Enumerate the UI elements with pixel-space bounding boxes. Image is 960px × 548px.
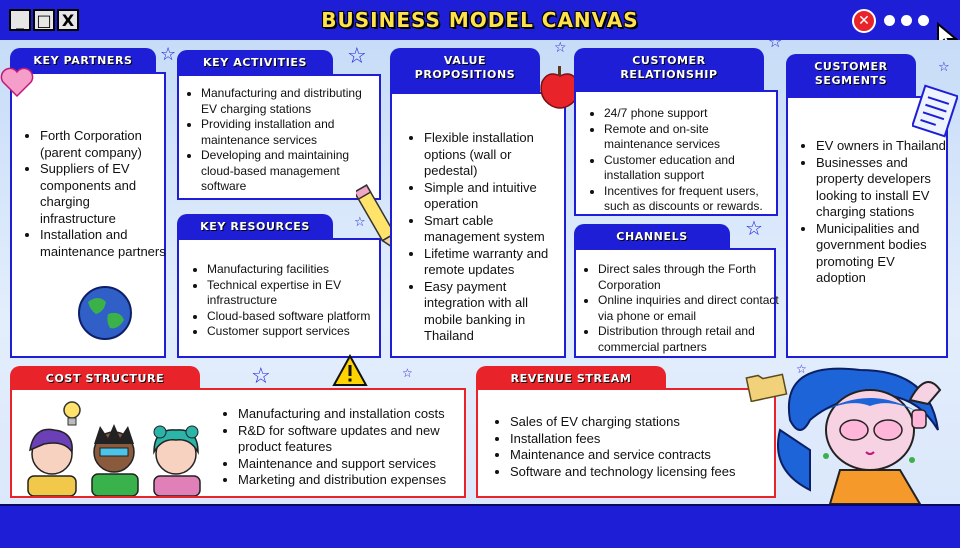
page-title: BUSINESS MODEL CANVAS [321, 8, 639, 32]
girl-illustration [777, 367, 942, 504]
star-icon: ☆ [402, 366, 413, 380]
warning-icon [332, 354, 368, 386]
heading-line: PROPOSITIONS [414, 68, 516, 81]
revenue-stream-list: Sales of EV charging stations Installati… [492, 414, 780, 480]
characters-illustration [27, 424, 201, 496]
list-item: Smart cable management system [424, 213, 564, 246]
list-item: Easy payment integration with all mobile… [424, 279, 564, 345]
channels-box: Direct sales through the Forth Corporati… [574, 248, 779, 358]
lightbulb-icon [63, 401, 81, 426]
star-icon: ☆ [354, 215, 366, 230]
minimize-button[interactable]: _ [9, 9, 31, 31]
list-item: Businesses and property developers looki… [816, 155, 948, 221]
list-item: Sales of EV charging stations [510, 414, 780, 431]
list-item: Manufacturing facilities [207, 262, 383, 278]
star-icon: ☆ [745, 216, 763, 240]
maximize-button[interactable]: □ [33, 9, 55, 31]
close-icon: X [61, 10, 75, 30]
maximize-icon: □ [36, 10, 52, 30]
customer-segments-heading: CUSTOMER SEGMENTS [786, 54, 916, 98]
key-activities-list: Manufacturing and distributing EV chargi… [183, 86, 379, 195]
key-resources-box: Manufacturing facilities Technical exper… [177, 238, 381, 358]
star-icon: ☆ [251, 364, 271, 389]
star-icon: ☆ [796, 362, 807, 376]
heart-icon [0, 67, 34, 98]
cost-structure-heading: COST STRUCTURE [10, 366, 200, 390]
customer-segments-box: EV owners in Thailand Businesses and pro… [786, 96, 948, 358]
window-titlebar: _ □ X BUSINESS MODEL CANVAS ✕ [0, 0, 960, 51]
list-item: Manufacturing and installation costs [238, 406, 468, 423]
heading-line: CUSTOMER [814, 60, 888, 73]
key-partners-heading: KEY PARTNERS [10, 48, 156, 74]
list-item: Forth Corporation (parent company) [40, 128, 168, 161]
list-item: Flexible installation options (wall or p… [424, 130, 564, 180]
minimize-icon: _ [16, 10, 24, 30]
more-dots-icon[interactable] [918, 15, 929, 26]
list-item: Installation and maintenance partners [40, 227, 168, 260]
key-activities-heading: KEY ACTIVITIES [177, 50, 333, 76]
more-dots-icon[interactable] [884, 15, 895, 26]
list-item: Customer support services [207, 324, 383, 340]
star-icon: ☆ [938, 60, 950, 75]
list-item: Simple and intuitive operation [424, 180, 564, 213]
more-dots-icon[interactable] [901, 15, 912, 26]
heading-line: SEGMENTS [814, 74, 888, 87]
list-item: Remote and on-site maintenance services [604, 122, 780, 153]
globe-icon [78, 286, 132, 340]
list-item: 24/7 phone support [604, 106, 780, 122]
heading-line: RELATIONSHIP [620, 68, 718, 81]
customer-relationship-box: 24/7 phone support Remote and on-site ma… [574, 90, 778, 216]
list-item: Providing installation and maintenance s… [201, 117, 379, 148]
value-propositions-list: Flexible installation options (wall or p… [406, 130, 564, 345]
list-item: Maintenance and service contracts [510, 447, 780, 464]
close-button[interactable]: ✕ [852, 9, 876, 33]
list-item: Lifetime warranty and remote updates [424, 246, 564, 279]
list-item: Suppliers of EV components and charging … [40, 161, 168, 227]
list-item: Municipalities and government bodies pro… [816, 221, 948, 287]
window-close-button[interactable]: X [57, 9, 79, 31]
list-item: Customer education and installation supp… [604, 153, 780, 184]
footer-bar [0, 504, 960, 548]
list-item: Technical expertise in EV infrastructure [207, 278, 383, 309]
value-propositions-heading: VALUE PROPOSITIONS [390, 48, 540, 94]
customer-relationship-list: 24/7 phone support Remote and on-site ma… [586, 106, 780, 215]
list-item: Maintenance and support services [238, 456, 468, 473]
value-propositions-box: Flexible installation options (wall or p… [390, 92, 566, 358]
heading-line: CUSTOMER [632, 54, 706, 67]
list-item: Direct sales through the Forth Corporati… [598, 262, 780, 293]
star-icon: ☆ [768, 40, 783, 51]
key-partners-list: Forth Corporation (parent company) Suppl… [22, 128, 168, 260]
cost-structure-box: Manufacturing and installation costs R&D… [10, 388, 466, 498]
list-item: Distribution through retail and commerci… [598, 324, 780, 355]
folder-icon [745, 373, 788, 402]
list-item: Cloud-based software platform [207, 309, 383, 325]
key-resources-heading: KEY RESOURCES [177, 214, 333, 240]
pencil-icon [356, 184, 397, 251]
list-item: Marketing and distribution expenses [238, 472, 468, 489]
star-icon: ☆ [347, 44, 367, 69]
notepad-icon [912, 84, 958, 138]
star-icon: ☆ [160, 44, 177, 65]
list-item: Developing and maintaining cloud-based m… [201, 148, 379, 195]
list-item: R&D for software updates and new product… [238, 423, 468, 456]
star-icon: ☆ [554, 40, 567, 56]
key-activities-box: Manufacturing and distributing EV chargi… [177, 74, 381, 200]
list-item: EV owners in Thailand [816, 138, 948, 155]
channels-heading: CHANNELS [574, 224, 730, 250]
customer-segments-list: EV owners in Thailand Businesses and pro… [798, 138, 948, 287]
canvas-area: ☆ ☆ ☆ ☆ ☆ ☆ ☆ ☆ ☆ ☆ ☆ ☆ ☆ ☆ KEY PARTNERS… [0, 40, 960, 504]
list-item: Online inquiries and direct contact via … [598, 293, 780, 324]
key-resources-list: Manufacturing facilities Technical exper… [189, 262, 383, 340]
list-item: Software and technology licensing fees [510, 464, 780, 481]
list-item: Incentives for frequent users, such as d… [604, 184, 780, 215]
revenue-stream-heading: REVENUE STREAM [476, 366, 666, 390]
list-item: Installation fees [510, 431, 780, 448]
cost-structure-list: Manufacturing and installation costs R&D… [220, 406, 468, 489]
revenue-stream-box: Sales of EV charging stations Installati… [476, 388, 776, 498]
list-item: Manufacturing and distributing EV chargi… [201, 86, 379, 117]
customer-relationship-heading: CUSTOMER RELATIONSHIP [574, 48, 764, 92]
heading-line: VALUE [443, 54, 487, 67]
channels-list: Direct sales through the Forth Corporati… [580, 262, 780, 355]
